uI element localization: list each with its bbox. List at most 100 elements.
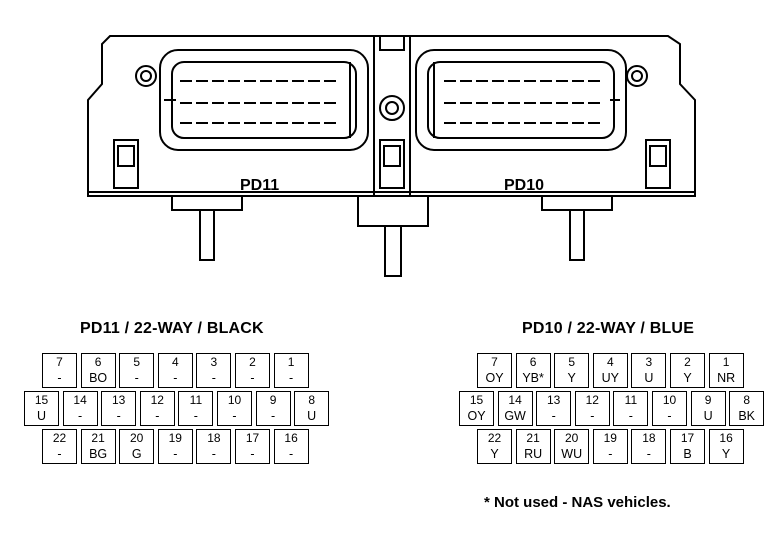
pd11-pin-1: 1-	[273, 353, 309, 388]
pd11-pin-11: 11 -	[178, 391, 214, 426]
pd11-pin-16: 16-	[273, 429, 309, 464]
wire-color: -	[57, 371, 62, 385]
wire-color: -	[608, 447, 613, 461]
pin-number: 4	[171, 355, 179, 369]
pin-number: 10	[227, 393, 242, 407]
wire-color: -	[155, 409, 160, 423]
pin-number: 5	[133, 355, 141, 369]
pd10-pin-11: 11-	[613, 391, 649, 426]
wire-color: Y	[567, 371, 576, 385]
pin-number: 9	[704, 393, 712, 407]
pin-number: 12	[585, 393, 599, 407]
pd11-pin-18: 18-	[196, 429, 232, 464]
center-harness-boot	[357, 195, 429, 227]
pd11-pin-13: 13-	[101, 391, 137, 426]
wire-color: OY	[467, 409, 486, 423]
pin-number: 6	[529, 355, 537, 369]
pin-number: 21	[91, 431, 105, 445]
wire-color: -	[646, 447, 651, 461]
wire-color: BG	[89, 447, 108, 461]
wire-color: -	[134, 371, 139, 385]
pin-number: 3	[210, 355, 218, 369]
wire-color: YB*	[522, 371, 544, 385]
pin-number: 15	[34, 393, 49, 407]
pin-number: 20	[130, 431, 144, 445]
wire-color: -	[271, 409, 276, 423]
pin-number: 16	[284, 431, 298, 445]
pd11-pin-5: 5-	[119, 353, 155, 388]
pin-number: 5	[568, 355, 576, 369]
pd11-harness-boot	[171, 195, 243, 211]
ecu-label-pd11: PD11	[240, 177, 279, 194]
pd10-pin-13: 13-	[536, 391, 572, 426]
wire-color: GW	[504, 409, 526, 423]
wire-color: -	[250, 371, 255, 385]
pin-number: 15	[469, 393, 484, 407]
wire-color: B	[683, 447, 692, 461]
pin-number: 18	[642, 431, 656, 445]
pin-number: 8	[743, 393, 751, 407]
pd11-connector-title: PD11 / 22-WAY / BLACK	[80, 320, 264, 337]
wire-color: Y	[490, 447, 499, 461]
pin-number: 18	[207, 431, 221, 445]
wire-color: -	[173, 447, 178, 461]
pin-number: 20	[565, 431, 579, 445]
wire-color: BO	[89, 371, 108, 385]
wire-color: -	[289, 371, 294, 385]
pin-number: 14	[508, 393, 522, 407]
wire-color: U	[307, 409, 317, 423]
pd10-pin-12: 12 -	[574, 391, 610, 426]
pin-number: 21	[526, 431, 540, 445]
pd11-pin-19: 19 -	[157, 429, 193, 464]
pd11-pin-17: 17-	[235, 429, 270, 464]
pin-number: 8	[308, 393, 316, 407]
pin-number: 2	[684, 355, 691, 369]
pd11-pin-10: 10-	[217, 391, 252, 426]
wire-color: BK	[738, 409, 756, 423]
pin-number: 13	[112, 393, 126, 407]
pin-number: 11	[189, 393, 203, 407]
pin-number: 1	[722, 355, 730, 369]
wire-color: U	[644, 371, 654, 385]
pin-number: 7	[56, 355, 63, 369]
pd11-socket-outer	[159, 49, 369, 151]
pin-number: 4	[606, 355, 614, 369]
pin-number: 2	[249, 355, 256, 369]
pd11-pin-2: 2-	[235, 353, 270, 388]
wire-color: -	[193, 409, 198, 423]
pin-number: 22	[487, 431, 502, 445]
pd10-harness-boot	[541, 195, 613, 211]
pin-number: 9	[269, 393, 277, 407]
pd10-pin-19: 19-	[592, 429, 628, 464]
footnote: * Not used - NAS vehicles.	[484, 494, 671, 511]
pin-number: 14	[73, 393, 87, 407]
center-divider	[373, 36, 411, 196]
wire-color: OY	[485, 371, 504, 385]
wire-color: -	[211, 371, 216, 385]
wire-color: WU	[561, 447, 583, 461]
pin-number: 13	[547, 393, 561, 407]
wire-color: -	[628, 409, 633, 423]
pin-number: 3	[645, 355, 653, 369]
pd11-pin-7: 7-	[42, 353, 77, 388]
pin-number: 6	[94, 355, 102, 369]
wire-color: -	[590, 409, 595, 423]
pin-number: 19	[168, 431, 182, 445]
pd11-pin-22: 22-	[42, 429, 77, 464]
wire-color: -	[173, 371, 178, 385]
pin-number: 22	[52, 431, 67, 445]
